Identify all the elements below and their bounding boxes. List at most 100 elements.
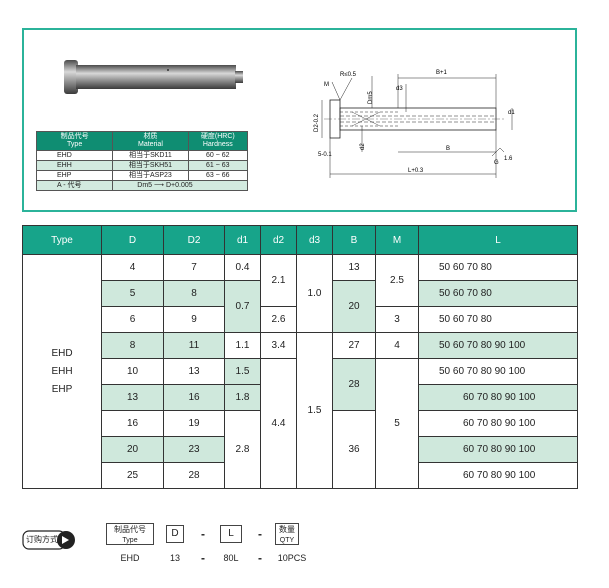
drawing-label: G bbox=[494, 160, 499, 166]
table-cell: 1.0 bbox=[296, 254, 333, 333]
drawing-label: 1.6 bbox=[504, 156, 513, 162]
table-cell: EHD bbox=[35, 150, 114, 161]
table-cell: 相当于SKD11 bbox=[112, 150, 189, 161]
table-cell: 8 bbox=[101, 332, 164, 359]
header-m: M bbox=[375, 225, 419, 255]
header-b: B bbox=[332, 225, 376, 255]
table-cell: 4 bbox=[101, 254, 164, 281]
spec-header-row: Type D D2 d1 d2 d3 B M L bbox=[22, 225, 578, 255]
drawing-label: L+0.3 bbox=[408, 168, 424, 174]
table-cell: 3 bbox=[375, 306, 419, 333]
drawing-label: d1 bbox=[508, 110, 515, 116]
order-dash-2: - bbox=[258, 527, 262, 541]
drawing-label: Dm5 bbox=[368, 91, 374, 104]
table-cell: 28 bbox=[332, 358, 376, 411]
table-cell: 10 bbox=[101, 358, 164, 385]
order-arrow-icon bbox=[22, 530, 75, 550]
order-l-box: L bbox=[220, 525, 242, 543]
table-cell: 2.5 bbox=[375, 254, 419, 307]
table-cell: 50 60 70 80 bbox=[418, 254, 578, 281]
table-cell: 27 bbox=[332, 332, 376, 359]
table-cell: 2.1 bbox=[260, 254, 297, 307]
table-cell: 3.4 bbox=[260, 332, 297, 359]
technical-drawing: M R≤0.5 Dm5 d3 B+1 d1 D2-0.2 d2 5-0.1 B … bbox=[314, 70, 515, 178]
table-cell: 相当于SKH51 bbox=[112, 160, 189, 171]
table-cell: 1.5 bbox=[224, 358, 261, 385]
drawing-label: R≤0.5 bbox=[340, 72, 357, 78]
header-d1: d1 bbox=[224, 225, 261, 255]
table-cell: 5 bbox=[375, 358, 419, 489]
drawing-label: D2-0.2 bbox=[314, 113, 320, 132]
table-cell: 2.8 bbox=[224, 410, 261, 489]
table-cell: 25 bbox=[101, 462, 164, 489]
drawing-label: B bbox=[446, 146, 450, 152]
table-row: EHH 相当于SKH51 61 ~ 63 bbox=[35, 160, 249, 171]
table-cell: 1.5 bbox=[296, 332, 333, 489]
order-example-type: EHD bbox=[120, 553, 140, 563]
drawing-label: 5-0.1 bbox=[318, 152, 332, 158]
header-type: Type bbox=[22, 225, 102, 255]
header-d2-small: d2 bbox=[260, 225, 297, 255]
ejector-pin-image bbox=[64, 60, 243, 94]
table-cell: 50 60 70 80 90 100 bbox=[418, 332, 578, 359]
order-example-d: 13 bbox=[169, 553, 180, 563]
table-row: 20 23 60 70 80 90 100 bbox=[23, 436, 578, 463]
header-d: D bbox=[101, 225, 164, 255]
table-cell: 28 bbox=[163, 462, 225, 489]
spec-table: Type D D2 d1 d2 d3 B M L EHD EHH EHP 4 7… bbox=[22, 225, 578, 489]
table-cell: 0.7 bbox=[224, 280, 261, 333]
table-row: 13 16 1.8 60 70 80 90 100 bbox=[23, 384, 578, 411]
table-cell: 16 bbox=[163, 384, 225, 411]
table-cell: 9 bbox=[163, 306, 225, 333]
table-cell: 7 bbox=[163, 254, 225, 281]
type-cell: EHD EHH EHP bbox=[22, 254, 102, 489]
table-row: 25 28 60 70 80 90 100 bbox=[23, 462, 578, 489]
table-cell: 4.4 bbox=[260, 358, 297, 489]
table-cell: 50 60 70 80 90 100 bbox=[418, 358, 578, 385]
table-cell: 60 70 80 90 100 bbox=[418, 462, 578, 489]
table-cell: 5 bbox=[101, 280, 164, 307]
drawing-label: M bbox=[324, 82, 329, 88]
order-example-dash-2: - bbox=[258, 551, 262, 565]
table-row: 6 9 2.6 3 50 60 70 80 bbox=[23, 306, 578, 333]
table-cell: Dm5 ⟶ D+0.005 bbox=[112, 180, 248, 191]
table-cell: 相当于ASP23 bbox=[112, 170, 189, 181]
table-row: EHD EHH EHP 4 7 0.4 2.1 1.0 13 2.5 50 60… bbox=[22, 254, 578, 489]
table-row: A - 代号 Dm5 ⟶ D+0.005 bbox=[35, 180, 248, 191]
table-cell: 60 ~ 62 bbox=[187, 150, 249, 161]
table-row: 5 8 0.7 20 50 60 70 80 bbox=[23, 280, 578, 333]
table-cell: 13 bbox=[332, 254, 376, 281]
header-d2: D2 bbox=[163, 225, 225, 255]
table-cell: 8 bbox=[163, 280, 225, 307]
table-cell: 50 60 70 80 bbox=[418, 306, 578, 333]
table-cell: 61 ~ 63 bbox=[187, 160, 249, 171]
drawing-label: d2 bbox=[360, 143, 366, 150]
table-cell: 13 bbox=[101, 384, 164, 411]
table-cell: 36 bbox=[332, 410, 376, 489]
table-cell: 20 bbox=[332, 280, 376, 333]
table-row: 8 11 1.1 3.4 1.5 27 4 50 60 70 80 90 100 bbox=[23, 332, 578, 489]
table-cell: 50 60 70 80 bbox=[418, 280, 578, 307]
table-cell: 1.1 bbox=[224, 332, 261, 359]
table-cell: A - 代号 bbox=[35, 180, 114, 191]
table-cell: 20 bbox=[101, 436, 164, 463]
table-cell: EHH bbox=[35, 160, 114, 171]
table-cell: 13 bbox=[163, 358, 225, 385]
table-cell: 1.8 bbox=[224, 384, 261, 411]
table-cell: EHP bbox=[35, 170, 114, 181]
order-badge-label: 订购方式 bbox=[26, 535, 58, 544]
table-cell: 6 bbox=[101, 306, 164, 333]
table-cell: 63 ~ 66 bbox=[187, 170, 249, 181]
order-badge: 订购方式 bbox=[22, 530, 76, 550]
table-cell: 2.6 bbox=[260, 306, 297, 333]
table-cell: 19 bbox=[163, 410, 225, 437]
order-example-dash-1: - bbox=[201, 551, 205, 565]
table-cell: 4 bbox=[375, 332, 419, 359]
drawing-label: d3 bbox=[396, 86, 403, 92]
order-example-qty: 10PCS bbox=[277, 553, 307, 563]
